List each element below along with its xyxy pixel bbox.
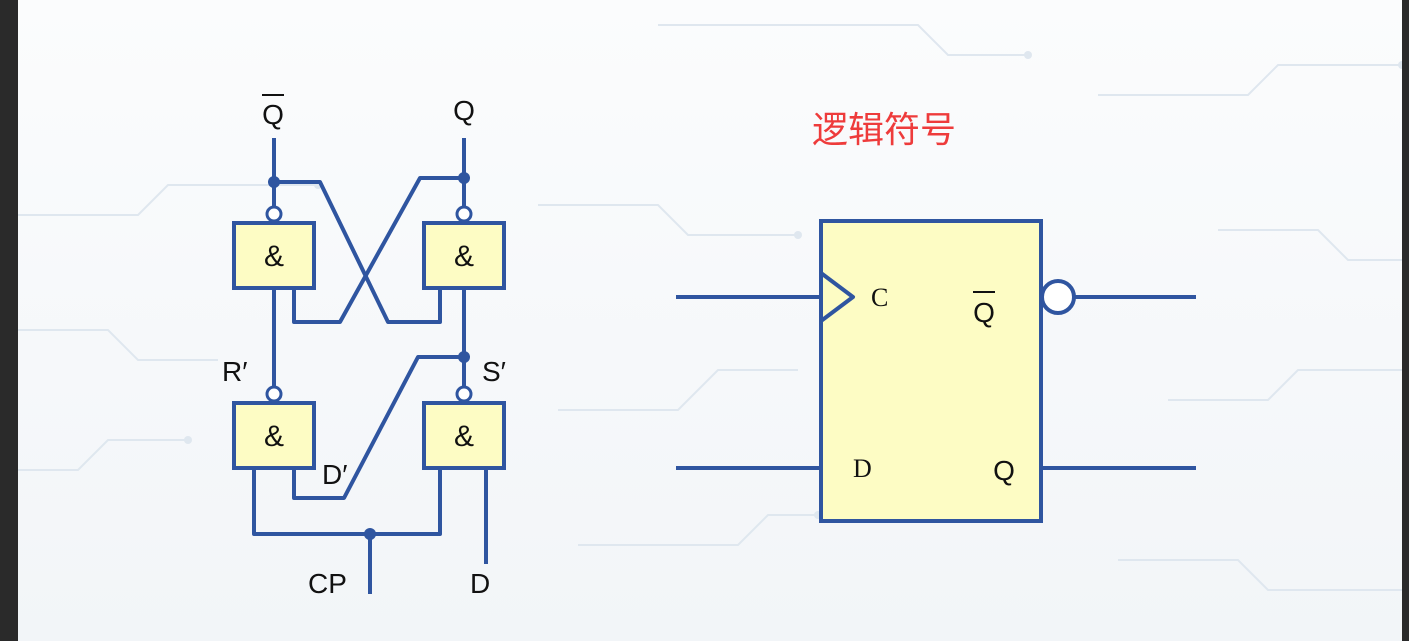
nand-gate-1 xyxy=(232,221,316,290)
clock-edge-triangle xyxy=(819,271,855,323)
q-bar-label: Q xyxy=(262,94,284,130)
s-prime-label: S′ xyxy=(482,356,506,387)
junction-dot-s-prime xyxy=(458,351,470,363)
inversion-bubble-2 xyxy=(455,205,473,223)
inversion-bubble-3 xyxy=(265,385,283,403)
data-pin-label: D xyxy=(853,454,872,483)
nand-gate-3 xyxy=(232,401,316,470)
svg-text:Q: Q xyxy=(973,297,995,328)
inversion-bubble-output xyxy=(1040,279,1076,315)
d-label: D xyxy=(470,568,490,599)
nand-gate-4 xyxy=(422,401,506,470)
inversion-bubble-1 xyxy=(265,205,283,223)
gate-circuit: & & & & Q Q R′ S′ D′ CP D xyxy=(222,94,506,599)
clock-pin-label: C xyxy=(871,283,888,312)
circuit-background-pattern xyxy=(18,24,1402,591)
d-prime-label: D′ xyxy=(322,459,347,490)
q-bar-pin-label: Q xyxy=(973,291,995,328)
junction-dot-q-bar xyxy=(268,176,280,188)
logic-symbol-title: 逻辑符号 xyxy=(812,110,956,151)
logic-symbol: C D Q Q xyxy=(676,219,1196,523)
d-flip-flop-diagram: & & & & Q Q R′ S′ D′ CP D 逻辑符号 xyxy=(222,94,1196,599)
gate-label: & xyxy=(264,420,284,453)
d-prime-wire xyxy=(292,355,464,500)
r-prime-label: R′ xyxy=(222,356,247,387)
cp-label: CP xyxy=(308,568,347,599)
gate-label: & xyxy=(264,240,284,273)
q-pin-label: Q xyxy=(993,455,1015,486)
slide: & & & & Q Q R′ S′ D′ CP D 逻辑符号 xyxy=(18,0,1402,641)
cross-coupling-wire-1 xyxy=(274,180,442,324)
cross-coupling-wire-2 xyxy=(292,176,464,324)
cp-wire xyxy=(252,468,442,536)
junction-dot-q xyxy=(458,172,470,184)
nand-gate-2 xyxy=(422,221,506,290)
gate-label: & xyxy=(454,240,474,273)
q-label: Q xyxy=(453,95,475,126)
junction-dot-cp xyxy=(364,528,376,540)
flip-flop-box xyxy=(819,219,1043,523)
inversion-bubble-4 xyxy=(455,385,473,403)
gate-label: & xyxy=(454,420,474,453)
svg-text:Q: Q xyxy=(262,99,284,130)
